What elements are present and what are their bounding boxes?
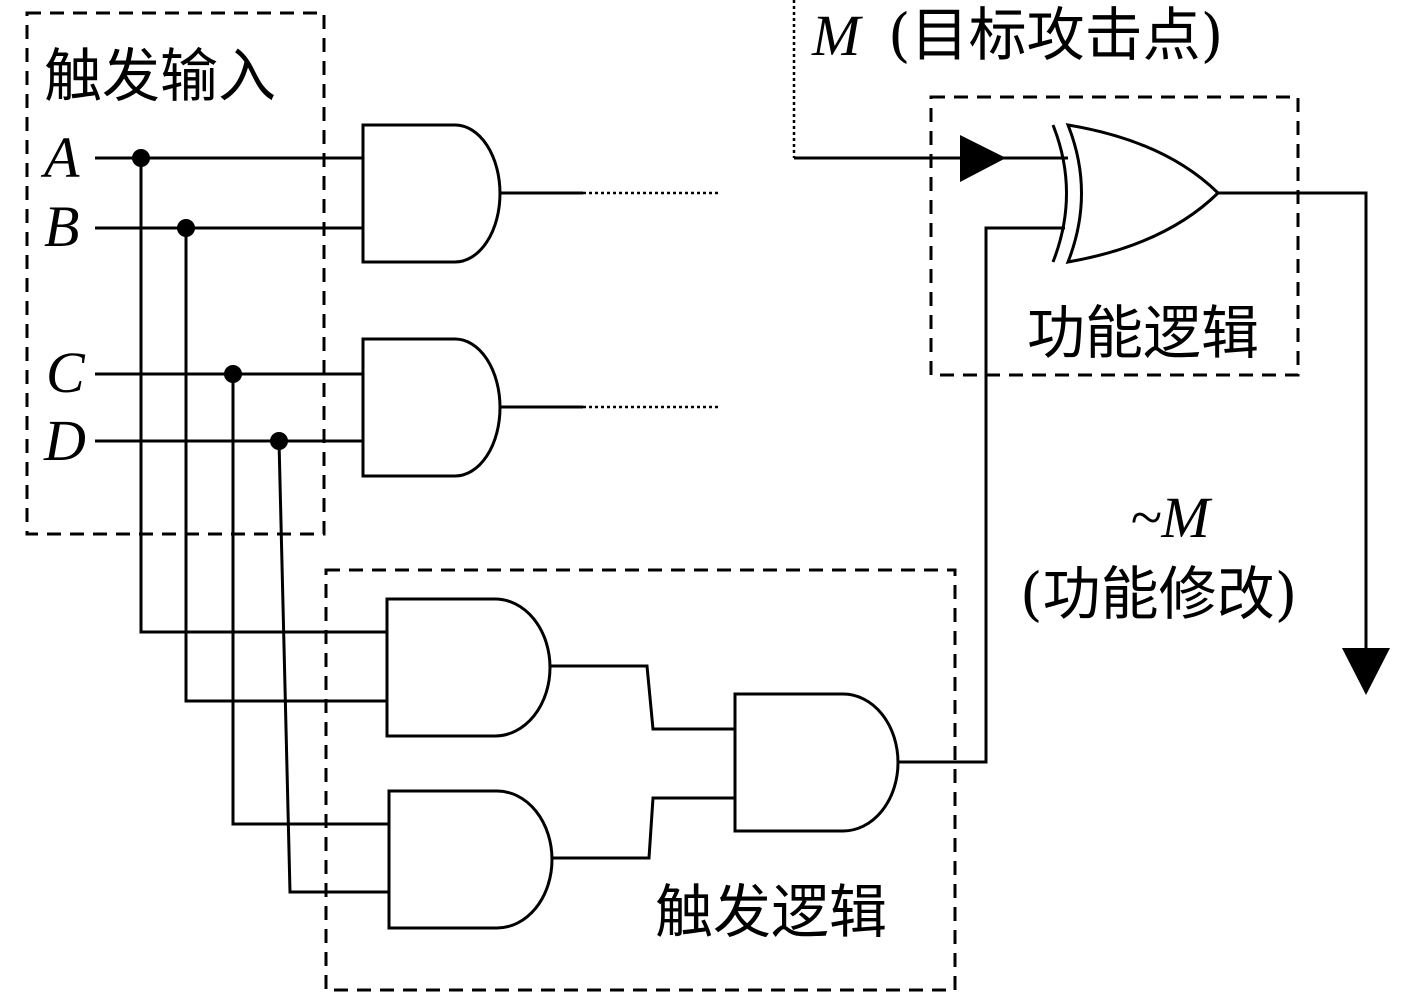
input-label-c: C [46, 340, 86, 405]
function-logic-box [929, 95, 1300, 377]
trigger-and-gate-final [733, 692, 900, 833]
input-label-d: D [43, 408, 86, 473]
and-gate-ab [361, 123, 502, 264]
tap-wire-b [184, 228, 387, 703]
xor-output-wire [1218, 191, 1368, 655]
output-arrow-down-icon [1342, 648, 1390, 695]
modified-signal-label: (功能修改) [1020, 560, 1297, 628]
input-label-a: A [40, 125, 80, 190]
function-logic-label: 功能逻辑 [1027, 299, 1259, 367]
trigger-wire-2 [552, 796, 735, 860]
trigger-logic-label: 触发逻辑 [655, 878, 887, 946]
trigger-output-wire [898, 226, 1065, 764]
modified-signal-symbol: ~M [1130, 485, 1212, 550]
trigger-logic-box [324, 568, 957, 992]
tap-wire-d [277, 440, 389, 894]
trigger-and-gate-cd [387, 789, 554, 930]
tap-wire-c [231, 374, 389, 826]
and-gate-cd [361, 337, 502, 478]
input-label-b: B [44, 194, 79, 259]
junction-dot-a [132, 149, 150, 167]
trigger-wire-1 [550, 664, 735, 731]
tap-wire-a [139, 158, 387, 634]
target-signal-label: (目标攻击点) [888, 1, 1223, 69]
xor-gate [1065, 123, 1221, 264]
junction-dot-d [270, 432, 288, 450]
xor-gate-back-curve [1051, 124, 1068, 263]
target-signal-arrow-icon [960, 135, 1006, 182]
trigger-and-gate-ab [385, 597, 552, 738]
junction-dot-c [224, 365, 242, 383]
target-signal-symbol: M [811, 3, 863, 68]
junction-dot-b [177, 219, 195, 237]
trigger-input-label: 触发输入 [44, 42, 276, 110]
trigger-input-box [25, 11, 326, 536]
